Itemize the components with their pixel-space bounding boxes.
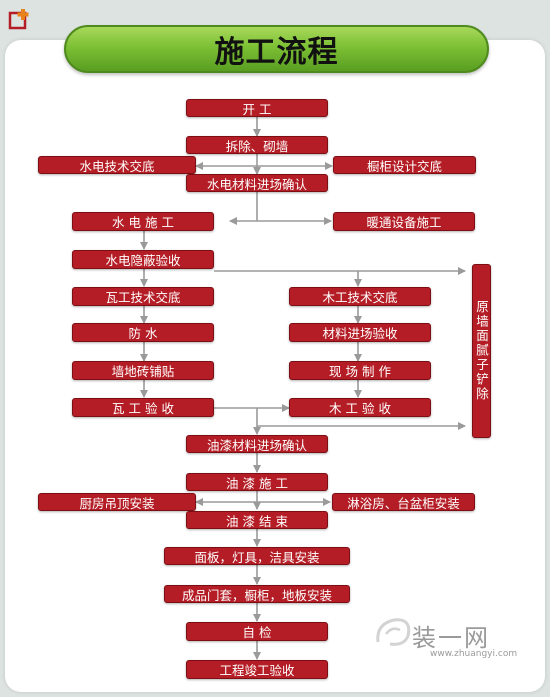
watermark-url: www.zhuangyi.com (430, 649, 518, 659)
house-logo-icon (376, 618, 411, 646)
step-sd-shigong: 水 电 施 工 (72, 212, 214, 231)
page-title: 施工流程 (214, 35, 339, 70)
step-chugui-sheji: 橱柜设计交底 (333, 156, 476, 174)
step-youqi-shigong: 油 漆 施 工 (186, 473, 328, 491)
step-jungong: 工程竣工验收 (186, 660, 328, 679)
title-banner: 施工流程 (64, 25, 489, 73)
step-wa-jishu: 瓦工技术交底 (72, 287, 214, 306)
step-qiangdi: 墙地砖铺贴 (72, 361, 214, 380)
step-zijian: 自 检 (186, 622, 328, 641)
step-mianban: 面板，灯具，洁具安装 (164, 547, 350, 565)
step-linyu: 淋浴房、台盆柜安装 (332, 493, 475, 511)
step-chaichu: 拆除、砌墙 (186, 136, 328, 154)
step-nuantong: 暖通设备施工 (333, 212, 475, 231)
step-sd-jishu: 水电技术交底 (38, 156, 196, 174)
step-xianchang: 现 场 制 作 (289, 361, 431, 380)
step-mu-yanshou: 木 工 验 收 (289, 398, 431, 417)
step-youqi-jieshu: 油 漆 结 束 (186, 511, 328, 529)
step-chengpin: 成品门套，橱柜，地板安装 (164, 585, 350, 603)
step-youqi-cailiao: 油漆材料进场确认 (186, 435, 328, 453)
watermark-text: 装一网 (412, 624, 490, 652)
plus-window-icon (8, 9, 29, 30)
step-kaigong: 开 工 (186, 99, 328, 117)
step-mu-jishu: 木工技术交底 (289, 287, 431, 306)
step-chufang: 厨房吊顶安装 (38, 493, 196, 511)
step-yuanqiang: 原墙面腻子铲除 (472, 264, 491, 438)
step-wa-yanshou: 瓦 工 验 收 (72, 398, 214, 417)
step-fangshui: 防 水 (72, 323, 214, 342)
step-sd-cailiao: 水电材料进场确认 (186, 174, 328, 192)
step-sd-yinbi: 水电隐蔽验收 (72, 250, 214, 269)
step-mu-cailiao: 材料进场验收 (289, 323, 431, 342)
